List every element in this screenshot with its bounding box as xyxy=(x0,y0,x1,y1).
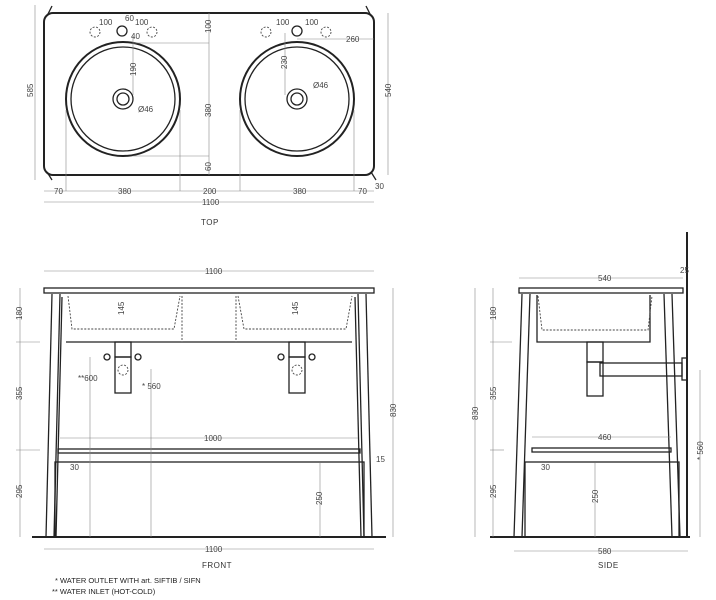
dim-15: 15 xyxy=(376,455,385,464)
lower-frame xyxy=(524,461,680,538)
leg-tabs xyxy=(46,5,377,181)
dim-540: 540 xyxy=(384,83,393,97)
dim-60: 60 xyxy=(204,162,213,171)
tap-hole xyxy=(116,25,128,37)
view-label-side: SIDE xyxy=(598,561,619,570)
siphon-left xyxy=(103,341,142,394)
dim-outlet-560: * 560 xyxy=(696,441,705,460)
dim-100: 100 xyxy=(276,18,290,27)
dim-100: 100 xyxy=(305,18,319,27)
dim-1100: 1100 xyxy=(205,267,223,276)
note-water-outlet: * WATER OUTLET WITH art. SIFTIB / SIFN xyxy=(55,576,201,585)
drain-icon xyxy=(286,88,308,110)
dim-585: 585 xyxy=(26,83,35,97)
dim-30: 30 xyxy=(375,182,384,191)
dim-30: 30 xyxy=(70,463,79,472)
dim-40: 40 xyxy=(131,32,140,41)
dim-250: 250 xyxy=(315,491,324,505)
dim-1100: 1100 xyxy=(202,198,220,207)
dim-250: 250 xyxy=(591,489,600,503)
dim-100: 100 xyxy=(135,18,149,27)
dim-inlet-600: **600 xyxy=(78,374,98,383)
view-label-front: FRONT xyxy=(202,561,232,570)
tap-hole xyxy=(291,25,303,37)
dim-460: 460 xyxy=(598,433,612,442)
side-view: 540 25 180 355 295 830 * 560 460 30 250 … xyxy=(471,232,705,570)
dim-145: 145 xyxy=(291,301,300,315)
dim-295: 295 xyxy=(15,484,24,498)
countertop xyxy=(43,287,375,294)
dim-580: 580 xyxy=(598,547,612,556)
dim-380: 380 xyxy=(204,103,213,117)
dim-30: 30 xyxy=(541,463,550,472)
dim-outlet-560: * 560 xyxy=(142,382,161,391)
dim-380: 380 xyxy=(293,187,307,196)
dim-180: 180 xyxy=(489,306,498,320)
view-label-top: TOP xyxy=(201,218,219,227)
shelf xyxy=(57,448,361,454)
dim-380: 380 xyxy=(118,187,132,196)
dim-355: 355 xyxy=(489,386,498,400)
dim-260: 260 xyxy=(346,35,360,44)
top-view: 70 380 200 380 70 30 1100 TOP 585 540 10… xyxy=(26,5,393,227)
dim-70: 70 xyxy=(54,187,63,196)
siphon-side xyxy=(586,341,688,397)
note-water-inlet: ** WATER INLET (HOT-COLD) xyxy=(52,587,156,596)
drain-icon xyxy=(112,88,134,110)
left-basin xyxy=(65,25,181,157)
dim-25: 25 xyxy=(680,266,689,275)
dim-180: 180 xyxy=(15,306,24,320)
dim-1000: 1000 xyxy=(204,434,222,443)
front-view: 1100 1100 FRONT 180 355 295 830 145 145 … xyxy=(15,267,398,596)
countertop xyxy=(518,287,684,294)
shelf xyxy=(531,447,672,453)
dim-60: 60 xyxy=(125,14,134,23)
dim-540: 540 xyxy=(598,274,612,283)
dim-diameter-46: Ø46 xyxy=(313,81,329,90)
dim-295: 295 xyxy=(489,484,498,498)
right-basin xyxy=(239,25,355,157)
dim-200: 200 xyxy=(203,187,217,196)
dim-100: 100 xyxy=(99,18,113,27)
dim-100: 100 xyxy=(204,19,213,33)
dim-355: 355 xyxy=(15,386,24,400)
dim-diameter-46: Ø46 xyxy=(138,105,154,114)
dim-1100: 1100 xyxy=(205,545,223,554)
dim-830: 830 xyxy=(471,406,480,420)
dim-830: 830 xyxy=(389,403,398,417)
siphon-right xyxy=(277,341,316,394)
dim-190: 190 xyxy=(129,62,138,76)
dim-145: 145 xyxy=(117,301,126,315)
dim-230: 230 xyxy=(280,55,289,69)
dim-70: 70 xyxy=(358,187,367,196)
